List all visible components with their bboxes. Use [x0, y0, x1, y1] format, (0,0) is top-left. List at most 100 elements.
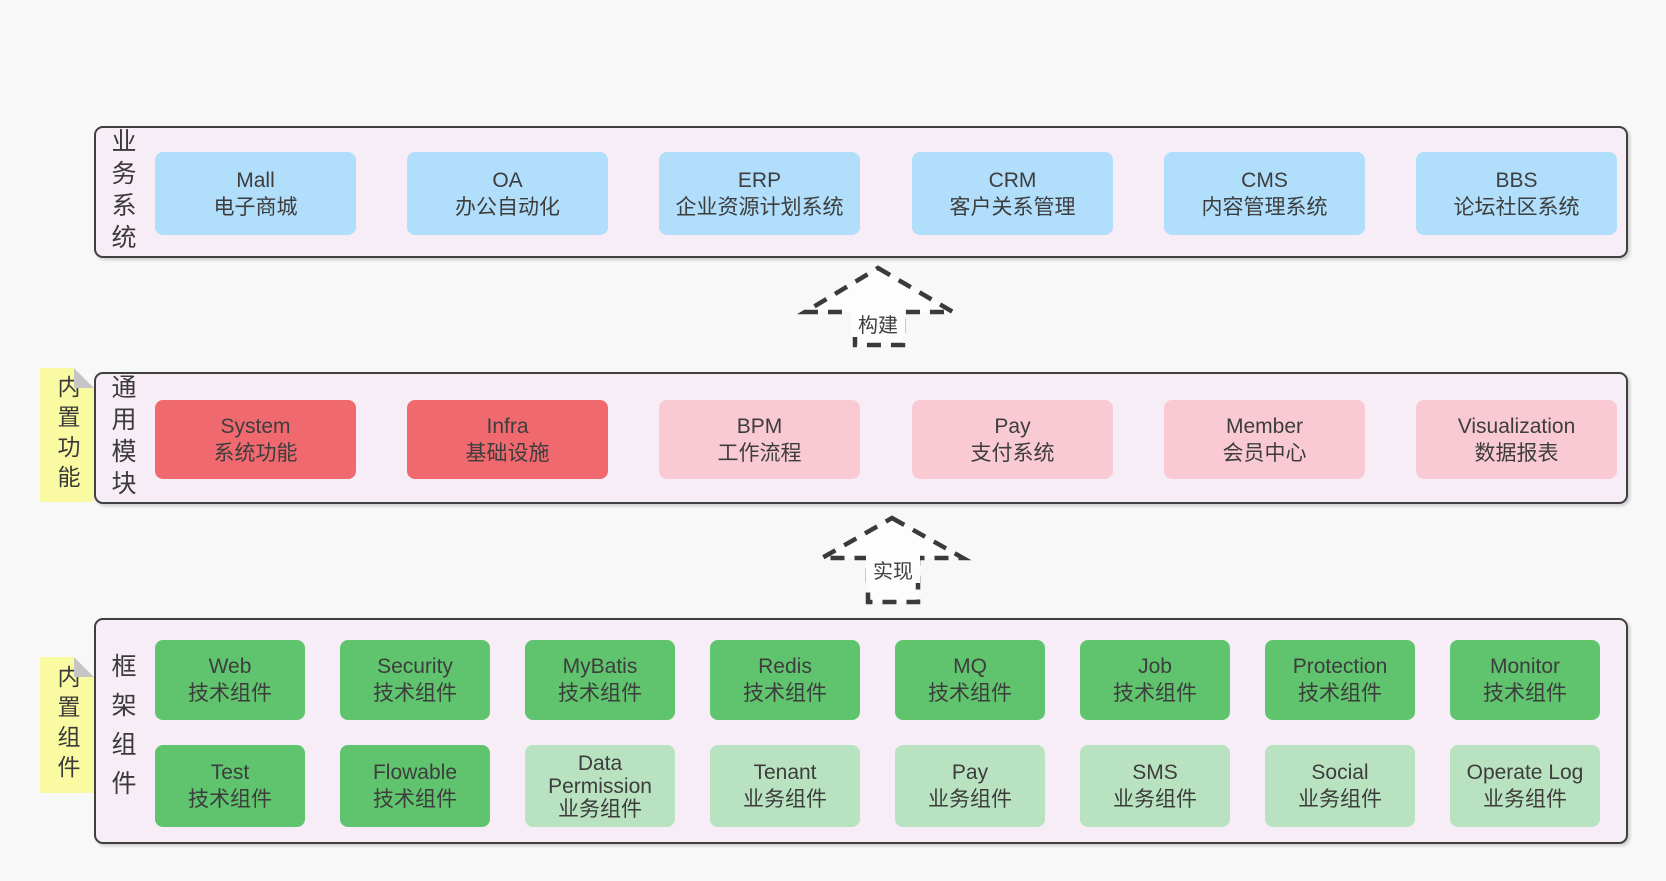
box-visualization: Visualization 数据报表: [1416, 400, 1617, 479]
build-arrow-icon: [796, 265, 962, 348]
band-common-modules: 通用模块 System 系统功能 Infra 基础设施 BPM 工作流程 Pay…: [94, 372, 1628, 504]
sticky-built-in-components: 内置组件: [40, 657, 94, 793]
box-subtitle: 业务组件: [558, 797, 642, 821]
box-subtitle: 内容管理系统: [1201, 195, 1328, 219]
box-protection: Protection 技术组件: [1265, 640, 1415, 720]
box-subtitle: 客户关系管理: [949, 195, 1076, 219]
box-crm: CRM 客户关系管理: [912, 152, 1113, 235]
box-social: Social 业务组件: [1265, 745, 1415, 827]
box-pay-component: Pay 业务组件: [895, 745, 1045, 827]
box-title: Social: [1311, 761, 1369, 784]
sticky-built-in-features: 内置功能: [40, 368, 94, 502]
folded-corner-icon: [74, 657, 94, 677]
box-cms: CMS 内容管理系统: [1164, 152, 1365, 235]
box-subtitle: 技术组件: [1298, 682, 1382, 705]
box-title: Flowable: [372, 761, 458, 784]
box-title: MyBatis: [562, 655, 638, 678]
box-bbs: BBS 论坛社区系统: [1416, 152, 1617, 235]
band-framework-components: 框架组件 Web 技术组件 Security 技术组件 MyBatis 技术组件…: [94, 618, 1628, 844]
box-title: Mall: [236, 168, 275, 192]
box-sms: SMS 业务组件: [1080, 745, 1230, 827]
box-data-permission: Data Permission 业务组件: [525, 745, 675, 827]
box-subtitle: 基础设施: [465, 441, 550, 465]
box-subtitle: 技术组件: [188, 682, 272, 705]
box-title: OA: [492, 168, 523, 192]
box-title: Web: [208, 655, 252, 678]
box-subtitle: 业务组件: [928, 788, 1012, 811]
box-title: CMS: [1241, 168, 1288, 192]
box-system: System 系统功能: [155, 400, 356, 479]
box-subtitle: 技术组件: [743, 682, 827, 705]
band-label-common-modules: 通用模块: [108, 374, 136, 502]
box-title: CRM: [988, 168, 1037, 192]
band-business-systems: 业务系统 Mall 电子商城 OA 办公自动化 ERP 企业资源计划系统 CRM…: [94, 126, 1628, 258]
box-mybatis: MyBatis 技术组件: [525, 640, 675, 720]
box-title: Monitor: [1489, 655, 1561, 678]
box-title: Security: [377, 655, 453, 678]
box-redis: Redis 技术组件: [710, 640, 860, 720]
box-title: BPM: [736, 414, 783, 438]
box-subtitle: 办公自动化: [455, 195, 560, 219]
box-subtitle: 系统功能: [213, 441, 298, 465]
box-subtitle: 业务组件: [1483, 788, 1567, 811]
box-flowable: Flowable 技术组件: [340, 745, 490, 827]
box-monitor: Monitor 技术组件: [1450, 640, 1600, 720]
box-subtitle: 电子商城: [213, 195, 298, 219]
band-label-business-systems: 业务系统: [108, 128, 136, 256]
box-subtitle: 技术组件: [373, 682, 457, 705]
box-erp: ERP 企业资源计划系统: [659, 152, 860, 235]
box-subtitle: 业务组件: [1298, 788, 1382, 811]
band-label-framework-components: 框架组件: [108, 653, 136, 809]
box-title: Redis: [758, 655, 812, 678]
box-subtitle: 技术组件: [558, 682, 642, 705]
box-oa: OA 办公自动化: [407, 152, 608, 235]
box-subtitle: 工作流程: [717, 441, 802, 465]
box-job: Job 技术组件: [1080, 640, 1230, 720]
box-title: Test: [210, 761, 250, 784]
folded-corner-icon: [74, 368, 94, 388]
box-title: Operate Log: [1466, 761, 1584, 784]
box-subtitle: 会员中心: [1222, 441, 1307, 465]
box-member: Member 会员中心: [1164, 400, 1365, 479]
box-web: Web 技术组件: [155, 640, 305, 720]
box-subtitle: 技术组件: [188, 788, 272, 811]
box-tenant: Tenant 业务组件: [710, 745, 860, 827]
box-subtitle: 技术组件: [1113, 682, 1197, 705]
box-title: Member: [1225, 414, 1304, 438]
box-subtitle: 技术组件: [1483, 682, 1567, 705]
box-security: Security 技术组件: [340, 640, 490, 720]
box-title: Pay: [994, 414, 1031, 438]
box-title: MQ: [953, 655, 987, 678]
box-title: BBS: [1495, 168, 1538, 192]
box-title: Tenant: [753, 761, 817, 784]
implement-arrow-label: 实现: [866, 555, 920, 583]
box-bpm: BPM 工作流程: [659, 400, 860, 479]
box-subtitle: 业务组件: [743, 788, 827, 811]
box-subtitle: 论坛社区系统: [1453, 195, 1580, 219]
box-title: Infra: [486, 414, 529, 438]
build-arrow-label: 构建: [851, 309, 905, 337]
box-operate-log: Operate Log 业务组件: [1450, 745, 1600, 827]
box-title: Job: [1138, 655, 1172, 678]
box-mq: MQ 技术组件: [895, 640, 1045, 720]
box-subtitle: 企业资源计划系统: [675, 195, 844, 219]
box-subtitle: 技术组件: [928, 682, 1012, 705]
box-title: Pay: [951, 761, 989, 784]
box-subtitle: 数据报表: [1474, 441, 1559, 465]
box-title: ERP: [737, 168, 782, 192]
box-title: Data Permission: [548, 751, 652, 798]
box-pay-module: Pay 支付系统: [912, 400, 1113, 479]
box-infra: Infra 基础设施: [407, 400, 608, 479]
build-arrow: [795, 252, 965, 352]
box-test: Test 技术组件: [155, 745, 305, 827]
box-title: Visualization: [1457, 414, 1576, 438]
box-title: System: [220, 414, 291, 438]
box-title: SMS: [1132, 761, 1178, 784]
box-subtitle: 技术组件: [373, 788, 457, 811]
sticky-label: 内置组件: [54, 665, 80, 785]
box-title: Protection: [1292, 655, 1388, 678]
sticky-label: 内置功能: [54, 375, 80, 495]
box-subtitle: 支付系统: [970, 441, 1055, 465]
box-mall: Mall 电子商城: [155, 152, 356, 235]
